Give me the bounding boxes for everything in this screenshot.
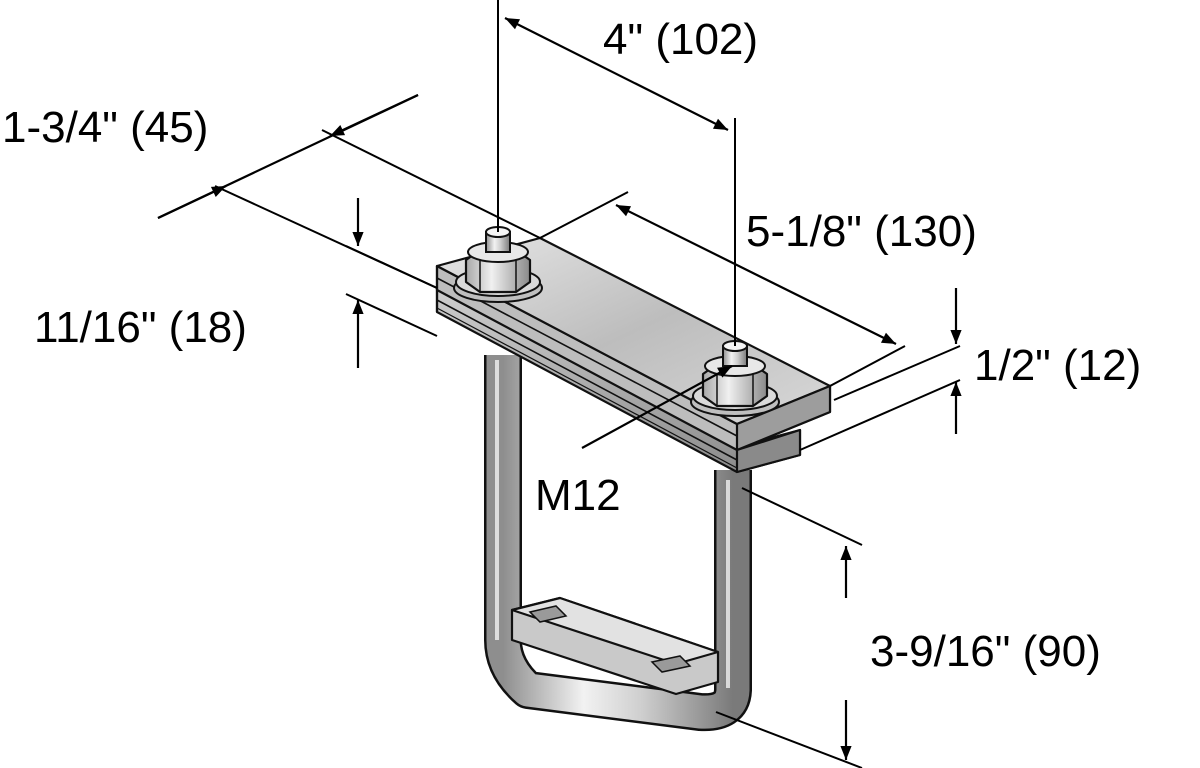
nut-front: [690, 340, 780, 417]
thread-size-label: M12: [535, 471, 621, 520]
plate-thickness-label: 11/16" (18): [34, 303, 247, 352]
bolt-spacing-dimension: 4" (102): [497, 0, 758, 346]
clamp-height-label: 3-9/16" (90): [870, 627, 1101, 676]
clamp-height-dimension: 3-9/16" (90): [715, 487, 1101, 768]
nut-rear: [453, 226, 543, 303]
saddle-strap: [510, 596, 720, 696]
plate-width-label: 1-3/4" (45): [2, 103, 208, 152]
u-bolt-rod: [484, 355, 752, 732]
plate-length-dimension: 5-1/8" (130): [539, 191, 977, 387]
washer-thickness-dimension: 1/2" (12): [799, 288, 1141, 451]
washer-thickness-label: 1/2" (12): [974, 341, 1141, 390]
plate-length-label: 5-1/8" (130): [746, 207, 977, 256]
bolt-spacing-label: 4" (102): [603, 15, 758, 64]
plate-thickness-dimension: 11/16" (18): [34, 198, 438, 368]
thread-size-callout: M12: [535, 365, 733, 520]
